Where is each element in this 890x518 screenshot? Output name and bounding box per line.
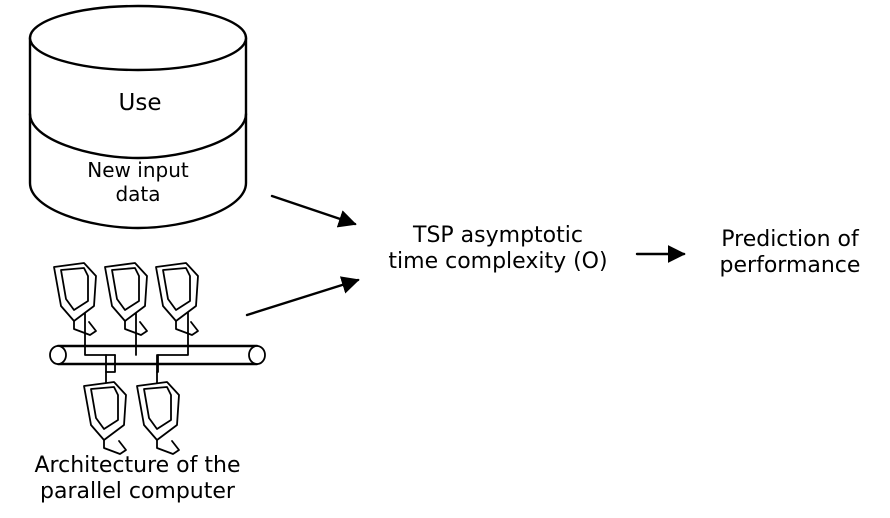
architecture-arrow xyxy=(245,276,360,317)
architecture-label: Architecture of the parallel computer xyxy=(34,453,241,504)
tsp-complexity-label: TSP asymptotic time complexity (O) xyxy=(388,223,608,274)
monitor-icon-top-middle xyxy=(104,262,148,336)
parallel-computer-icon xyxy=(49,262,266,455)
database-subtitle: New input data xyxy=(87,158,189,206)
monitor-icon-top-left xyxy=(53,262,97,336)
input-data-arrow xyxy=(270,194,357,228)
arrows xyxy=(245,194,686,317)
monitor-icon-top-right xyxy=(155,262,199,336)
monitor-icon-bottom-left xyxy=(83,381,127,455)
database-title: Use xyxy=(118,90,162,116)
monitor-icon-bottom-right xyxy=(136,381,180,455)
prediction-label: Prediction of performance xyxy=(719,227,861,278)
network-bus xyxy=(49,310,266,405)
database-icon xyxy=(28,4,248,230)
